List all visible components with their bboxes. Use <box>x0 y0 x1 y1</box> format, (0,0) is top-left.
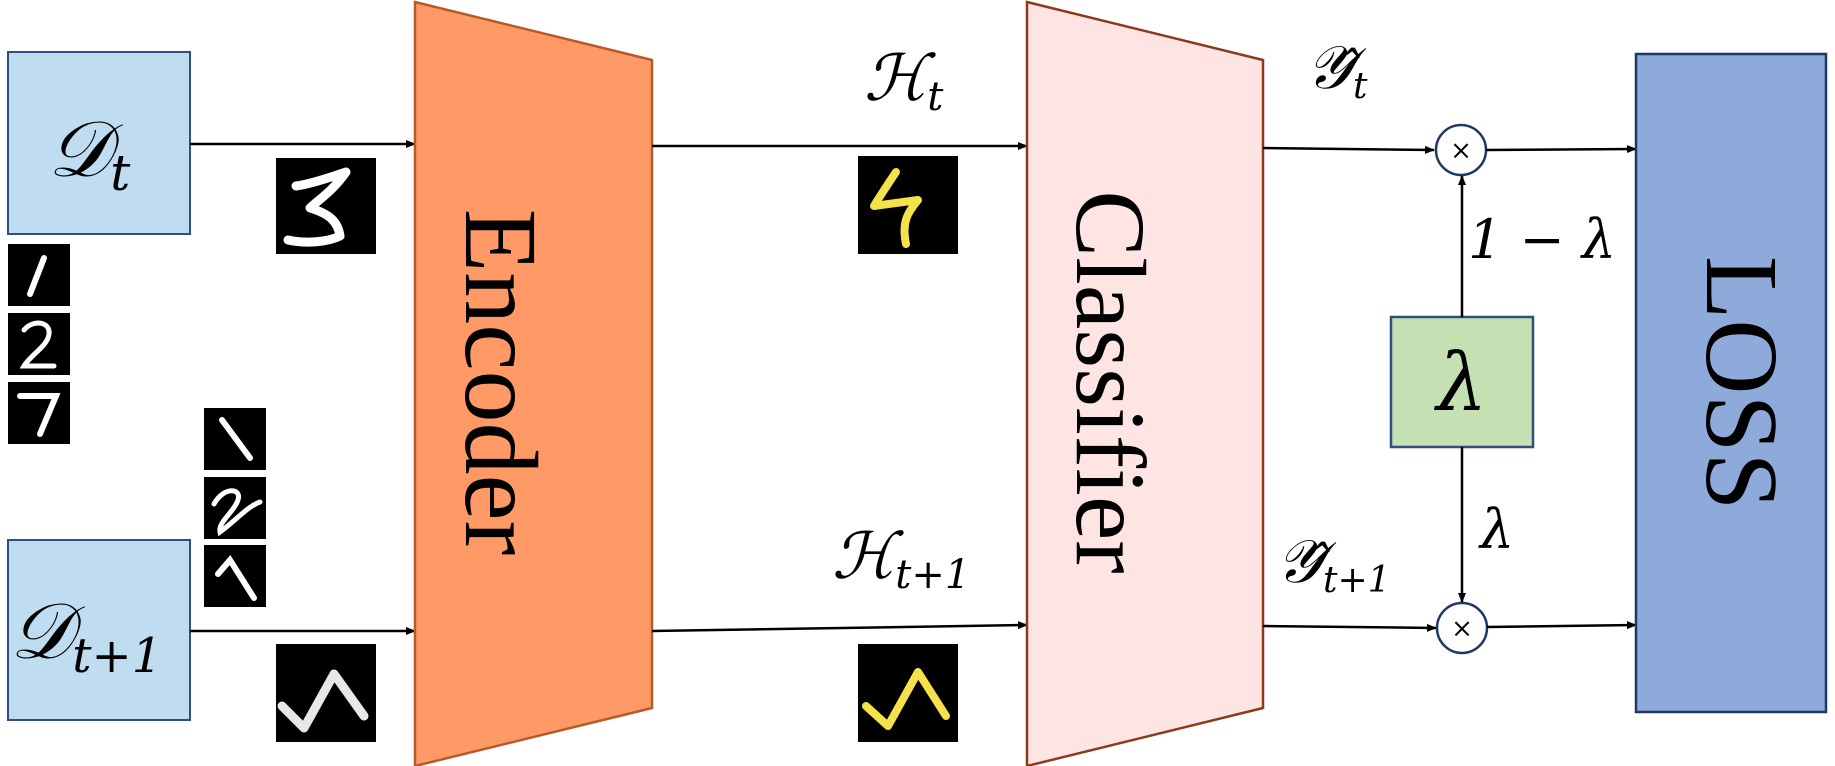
weight-label-upper: 1 − λ <box>1468 208 1616 271</box>
digit-sample-top <box>276 158 376 254</box>
feature-symbol-h-t1: ℋ <box>832 520 904 594</box>
digit-stack-middle <box>204 408 266 607</box>
feature-digit-bottom <box>858 644 958 742</box>
output-label-y-t: 𝒴̂t <box>1306 33 1368 107</box>
output-sub-y-t: t <box>1353 66 1368 107</box>
multiply-node-bottom: × <box>1435 601 1489 655</box>
arrow-mult-top-to-loss <box>1485 145 1637 154</box>
output-sub-y-t1: t+1 <box>1323 560 1391 601</box>
feature-sub-h-t1: t+1 <box>895 552 970 598</box>
feature-digit-top <box>858 156 958 254</box>
feature-label-h-t1: ℋt+1 <box>832 520 970 598</box>
input-sub-d-t1: t+1 <box>72 628 162 684</box>
arrow-classifier-to-mult-top <box>1262 145 1435 154</box>
lambda-box-label: λ <box>1434 336 1488 429</box>
arrow-mult-bottom-to-loss <box>1486 621 1637 630</box>
loss-block <box>1634 52 1828 714</box>
multiply-node-top: × <box>1434 123 1488 177</box>
classifier-block <box>1025 0 1265 766</box>
lambda-box <box>1389 315 1535 449</box>
input-sub-d-t: t <box>110 144 131 202</box>
digit-stack-left <box>8 244 70 444</box>
loss-label: LOSS <box>1684 256 1799 510</box>
feature-symbol-h-t: ℋ <box>864 42 936 116</box>
input-box-d-t <box>7 51 191 235</box>
output-label-y-t1: 𝒴̂t+1 <box>1276 527 1391 601</box>
feature-label-h-t: ℋt <box>864 42 944 120</box>
classifier-label: Classifier <box>1055 190 1166 573</box>
feature-sub-h-t: t <box>927 74 944 120</box>
digit-sample-bottom <box>276 644 376 742</box>
encoder-block <box>413 0 654 766</box>
arrow-encoder-to-classifier-bottom <box>651 621 1028 633</box>
weight-label-lower: λ <box>1478 498 1514 561</box>
multiply-symbol-bottom: × <box>1451 614 1473 644</box>
encoder-label: Encoder <box>443 209 558 555</box>
arrow-classifier-to-mult-bottom <box>1262 623 1437 632</box>
multiply-symbol-top: × <box>1450 136 1472 166</box>
